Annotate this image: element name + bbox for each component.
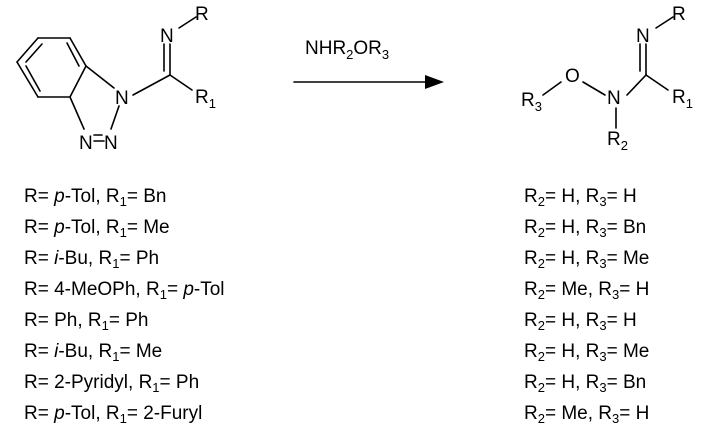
- n-c-bond: [626, 74, 647, 96]
- benzene-bond: [16, 37, 39, 63]
- r-label: R: [195, 4, 209, 25]
- benzene-bond: [69, 65, 87, 98]
- c-r1-bond: [169, 74, 193, 91]
- imine-nitrogen-label: N: [160, 26, 174, 47]
- c-r1-bond: [645, 74, 669, 91]
- r3-label: R3: [521, 90, 542, 114]
- r1-label: R1: [195, 87, 216, 111]
- triazole-bond: [110, 105, 120, 130]
- r2-label: R2: [607, 129, 628, 153]
- benzotriazole-n2-label: N: [104, 133, 118, 154]
- r-label: R: [672, 4, 686, 25]
- o-n-bond: [582, 81, 606, 96]
- oxygen-label: O: [565, 66, 580, 87]
- benzene-bond: [16, 61, 39, 98]
- triazole-bond: [85, 65, 115, 89]
- list-item: R2= H, R3= Bn: [524, 372, 647, 395]
- list-item: R2= H, R3= Me: [524, 341, 650, 364]
- imine-nitrogen-label: N: [636, 26, 650, 47]
- list-item: R= 2-Pyridyl, R1= Ph: [24, 372, 200, 395]
- product-structure: N R R1 O N R3 R2: [521, 4, 693, 153]
- reactant-structure: N R R1 N N N: [16, 4, 216, 154]
- substituent-list-r-r1: R= p-Tol, R1= Bn R= p-Tol, R1= Me R= i-B…: [24, 181, 225, 429]
- list-item: R2= H, R3= Bn: [524, 217, 647, 240]
- list-item: R= i-Bu, R1= Ph: [24, 248, 160, 271]
- benzotriazole-n1-label: N: [115, 88, 129, 109]
- reaction-arrow-group: NHR2OR3: [293, 38, 444, 89]
- aromatic-double-bond: [25, 65, 41, 92]
- amine-nitrogen-label: N: [607, 88, 621, 109]
- triazole-bond: [69, 96, 85, 130]
- benzotriazole-n3-label: N: [79, 133, 93, 154]
- benzene-bond: [69, 37, 87, 67]
- aromatic-double-bond: [25, 43, 43, 63]
- reaction-scheme: N R R1 N N N NHR2OR3 N R R1 O N R3 R2: [16, 4, 693, 154]
- list-item: R= Ph, R1= Ph: [24, 310, 149, 333]
- list-item: R2= Me, R3= H: [524, 403, 650, 426]
- reaction-arrow-head: [425, 75, 444, 89]
- list-item: R2= H, R3= Me: [524, 248, 650, 271]
- n-r-bond: [178, 16, 197, 29]
- n-r-bond: [655, 16, 674, 29]
- list-item: R= i-Bu, R1= Me: [24, 341, 163, 364]
- list-item: R= p-Tol, R1= Me: [24, 217, 170, 240]
- n-c-bond: [132, 74, 171, 96]
- list-item: R2= H, R3= H: [524, 310, 637, 333]
- reagent-label: NHR2OR3: [305, 38, 389, 62]
- list-item: R= 4-MeOPh, R1= p-Tol: [24, 279, 225, 302]
- r1-label: R1: [672, 87, 693, 111]
- r3-o-bond: [542, 81, 562, 96]
- list-item: R= p-Tol, R1= 2-Furyl: [24, 403, 203, 426]
- list-item: R2= Me, R3= H: [524, 279, 650, 302]
- aromatic-double-bond: [66, 42, 80, 67]
- substituent-list-r2-r3: R2= H, R3= H R2= H, R3= Bn R2= H, R3= Me…: [524, 181, 649, 429]
- list-item: R= p-Tol, R1= Bn: [24, 186, 167, 209]
- list-item: R2= H, R3= H: [524, 186, 637, 209]
